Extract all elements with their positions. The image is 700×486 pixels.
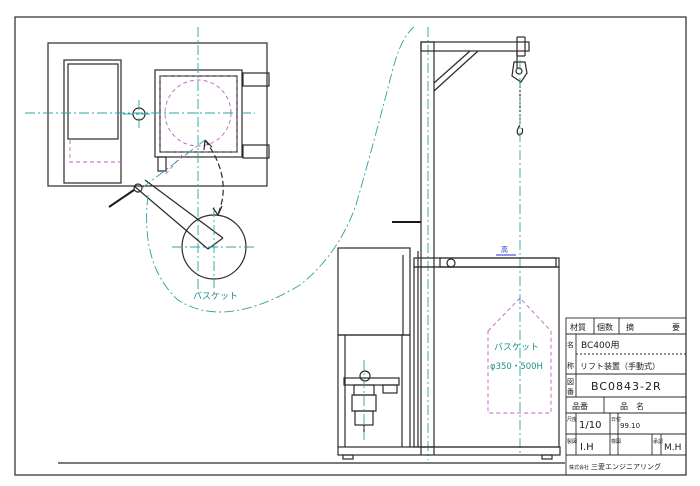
tb-company-prefix: 株式会社 (569, 464, 589, 471)
basket-side-label: バスケット (494, 342, 539, 353)
tb-scale: 1/10 (579, 420, 601, 431)
tb-drafter: I.H (580, 442, 594, 453)
side-view: 高 バスケット φ350・500H (58, 27, 565, 464)
tb-name-side-b: 称 (567, 361, 574, 370)
dimension-mark: 高 (501, 245, 508, 254)
tb-remarks-header-2: 要 (672, 323, 680, 332)
tb-date-side: 日付 (611, 416, 621, 423)
tb-company: 三愛エンジニアリング (591, 462, 661, 471)
tb-part-no-label: 品番 (572, 401, 588, 411)
tb-date: 99.10 (620, 422, 640, 430)
tb-name-side-a: 名 (567, 340, 574, 349)
title-block: 材質 個数 摘 要 名 称 BC400用 リフト装置（手動式） 図 番 BC08… (565, 317, 687, 476)
machine-outline-top (47, 42, 268, 187)
tb-drafter-side: 製図 (567, 438, 577, 445)
tb-dwg-side-a: 図 (567, 378, 574, 386)
tb-drawing-no: BC0843-2R (591, 380, 662, 393)
tb-dwg-side-b: 番 (567, 388, 574, 396)
tb-part-name-label: 品 名 (620, 401, 644, 411)
tb-material-header: 材質 (570, 322, 586, 332)
tb-approver: M.H (664, 443, 681, 453)
tb-name-line1: BC400用 (581, 340, 619, 351)
tb-scale-side: 尺度 (567, 416, 577, 423)
tb-remarks-header: 摘 (626, 322, 634, 332)
swing-arrow (204, 139, 224, 215)
basket-top-label: バスケット (193, 291, 238, 302)
tb-approver-side: 承認 (653, 438, 663, 445)
basket-size: φ350・500H (490, 362, 543, 372)
drawing-border (14, 16, 687, 476)
tb-checker-side: 検図 (611, 438, 621, 445)
boom (420, 41, 530, 52)
basket-hidden (487, 297, 552, 414)
tb-qty-header: 個数 (597, 322, 613, 332)
top-view: バスケット (25, 27, 270, 302)
tb-name-line2: リフト装置（手動式） (580, 361, 660, 371)
filter-unit (343, 360, 400, 440)
swing-path (146, 26, 415, 313)
